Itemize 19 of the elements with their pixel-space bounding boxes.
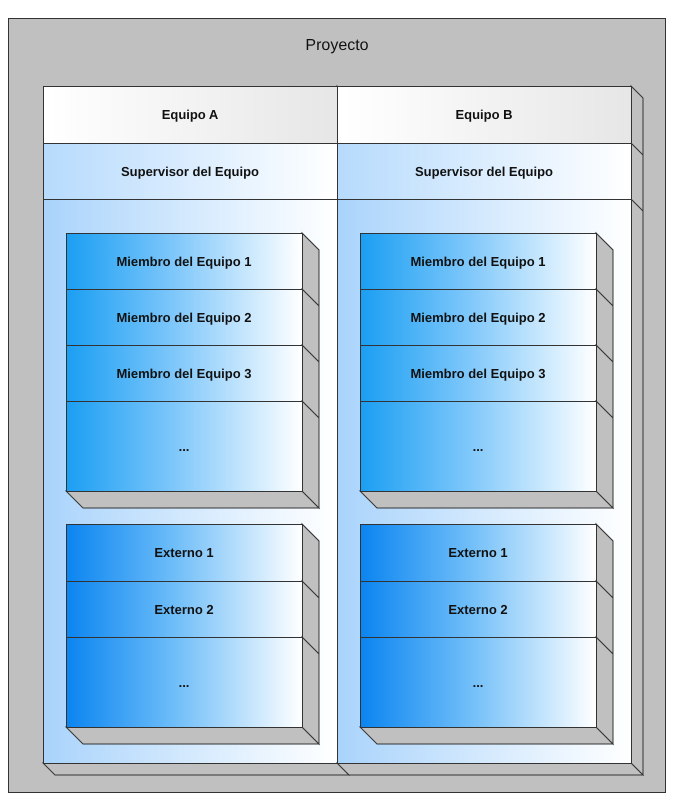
team-title: Equipo A — [162, 107, 218, 122]
team-title: Equipo B — [455, 107, 513, 122]
external-label: Externo 2 — [154, 602, 214, 616]
supervisor-label: Supervisor del Equipo — [121, 164, 259, 178]
member-label: Miembro del Equipo 3 — [410, 366, 546, 380]
external-label: Externo 1 — [448, 545, 508, 560]
supervisor-label: Supervisor del Equipo — [415, 164, 553, 178]
member-label: Miembro del Equipo 1 — [410, 254, 546, 268]
ellipsis-label: ... — [178, 438, 190, 454]
external-label: Externo 2 — [448, 602, 508, 616]
member-label: Miembro del Equipo 2 — [410, 310, 546, 324]
external-label: Externo 1 — [154, 545, 214, 560]
ellipsis-label: ... — [178, 674, 190, 690]
project-title: Proyecto — [305, 36, 369, 54]
member-label: Miembro del Equipo 2 — [116, 310, 252, 324]
member-label: Miembro del Equipo 3 — [116, 366, 252, 380]
ellipsis-label: ... — [472, 438, 484, 454]
member-label: Miembro del Equipo 1 — [116, 254, 252, 268]
ellipsis-label: ... — [472, 674, 484, 690]
